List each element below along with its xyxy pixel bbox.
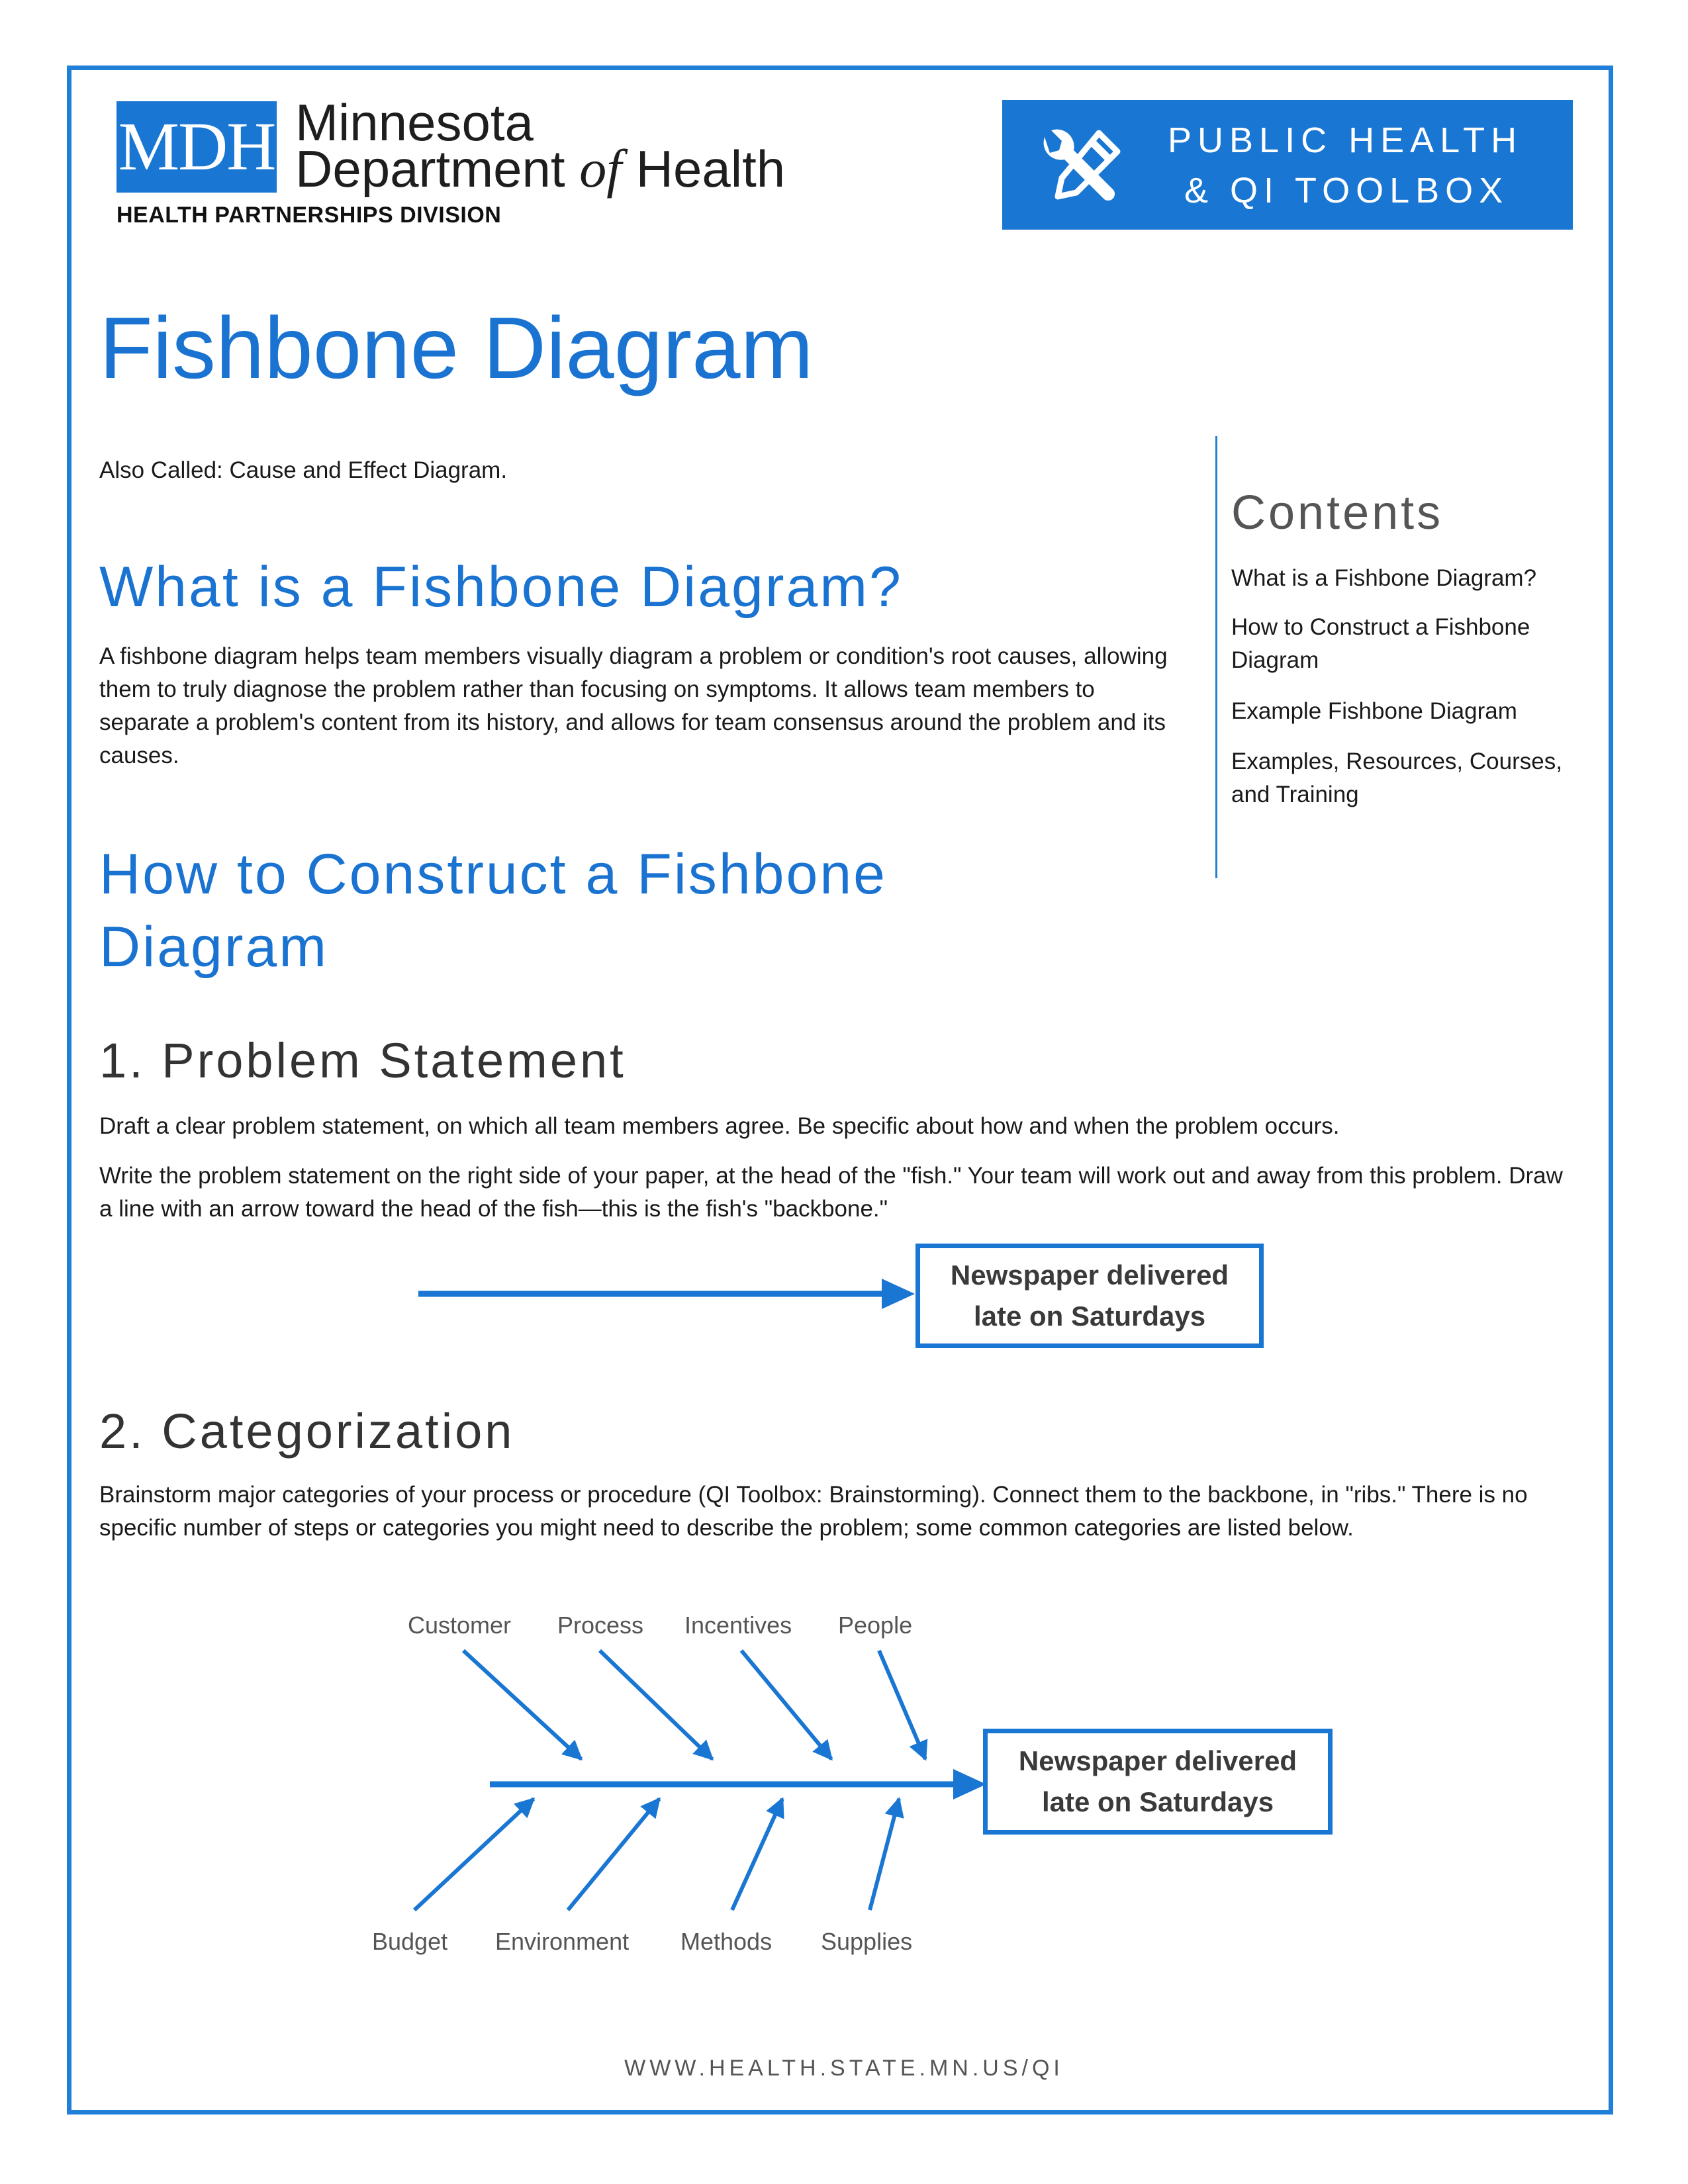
category-people: People xyxy=(838,1612,913,1639)
contents-link-what-is[interactable]: What is a Fishbone Diagram? xyxy=(1231,565,1537,591)
category-customer: Customer xyxy=(408,1612,512,1639)
fishbone-problem-line2: late on Saturdays xyxy=(1041,1786,1274,1817)
toolbox-line1: PUBLIC HEALTH xyxy=(1168,120,1523,160)
fishbone-problem-box: Newspaper delivered late on Saturdays xyxy=(983,1729,1333,1835)
contents-divider xyxy=(1215,436,1217,878)
contents-link-example[interactable]: Example Fishbone Diagram xyxy=(1231,698,1517,724)
rib-incentives xyxy=(739,1649,833,1761)
rib-methods xyxy=(730,1797,784,1911)
rib-customer xyxy=(461,1649,583,1761)
problem-line2: late on Saturdays xyxy=(973,1300,1206,1332)
backbone-arrowhead xyxy=(953,1769,986,1799)
backbone-arrow xyxy=(418,1279,915,1309)
what-is-body: A fishbone diagram helps team members vi… xyxy=(99,643,1168,768)
category-budget: Budget xyxy=(372,1928,448,1955)
page-border xyxy=(67,66,1613,2115)
heading-how-to-line1: How to Construct a Fishbone xyxy=(99,842,887,906)
category-supplies: Supplies xyxy=(821,1928,913,1955)
rib-people xyxy=(877,1649,928,1761)
also-called: Also Called: Cause and Effect Diagram. xyxy=(99,457,508,483)
logo-department-of-health: Department of Health xyxy=(295,138,786,199)
page-title: Fishbone Diagram xyxy=(99,299,814,396)
heading-step2: 2. Categorization xyxy=(99,1404,515,1459)
fishbone-diagram xyxy=(412,1649,986,1912)
heading-what-is: What is a Fishbone Diagram? xyxy=(99,555,903,619)
category-environment: Environment xyxy=(495,1928,630,1955)
contents-link-resources[interactable]: Examples, Resources, Courses, and Traini… xyxy=(1231,749,1562,807)
step1-paragraph1: Draft a clear problem statement, on whic… xyxy=(99,1113,1340,1139)
contents-link-how-to[interactable]: How to Construct a Fishbone Diagram xyxy=(1231,614,1530,673)
category-incentives: Incentives xyxy=(684,1612,792,1639)
problem-line1: Newspaper delivered xyxy=(950,1259,1229,1291)
step2-body: Brainstorm major categories of your proc… xyxy=(99,1482,1528,1541)
toolbox-line2: & QI TOOLBOX xyxy=(1184,171,1509,210)
toolbox-banner: PUBLIC HEALTH & QI TOOLBOX xyxy=(1002,100,1573,230)
rib-budget xyxy=(412,1797,536,1912)
problem-statement-box: Newspaper delivered late on Saturdays xyxy=(915,1244,1264,1348)
division-label: HEALTH PARTNERSHIPS DIVISION xyxy=(117,203,502,228)
heading-how-to-line2: Diagram xyxy=(99,915,328,979)
tools-icon xyxy=(1043,129,1121,201)
heading-step1: 1. Problem Statement xyxy=(99,1033,626,1088)
rib-supplies xyxy=(868,1797,904,1911)
footer-url[interactable]: WWW.HEALTH.STATE.MN.US/QI xyxy=(624,2056,1064,2081)
logo-minnesota: Minnesota xyxy=(295,93,534,152)
fishbone-problem-line1: Newspaper delivered xyxy=(1018,1745,1297,1776)
rib-process xyxy=(598,1649,714,1761)
category-methods: Methods xyxy=(680,1928,773,1955)
step1-paragraph2: Write the problem statement on the right… xyxy=(99,1163,1563,1222)
category-process: Process xyxy=(557,1612,644,1639)
contents-title: Contents xyxy=(1231,486,1444,539)
rib-environment xyxy=(566,1797,661,1911)
mdh-logo-box: MDH xyxy=(117,101,277,193)
